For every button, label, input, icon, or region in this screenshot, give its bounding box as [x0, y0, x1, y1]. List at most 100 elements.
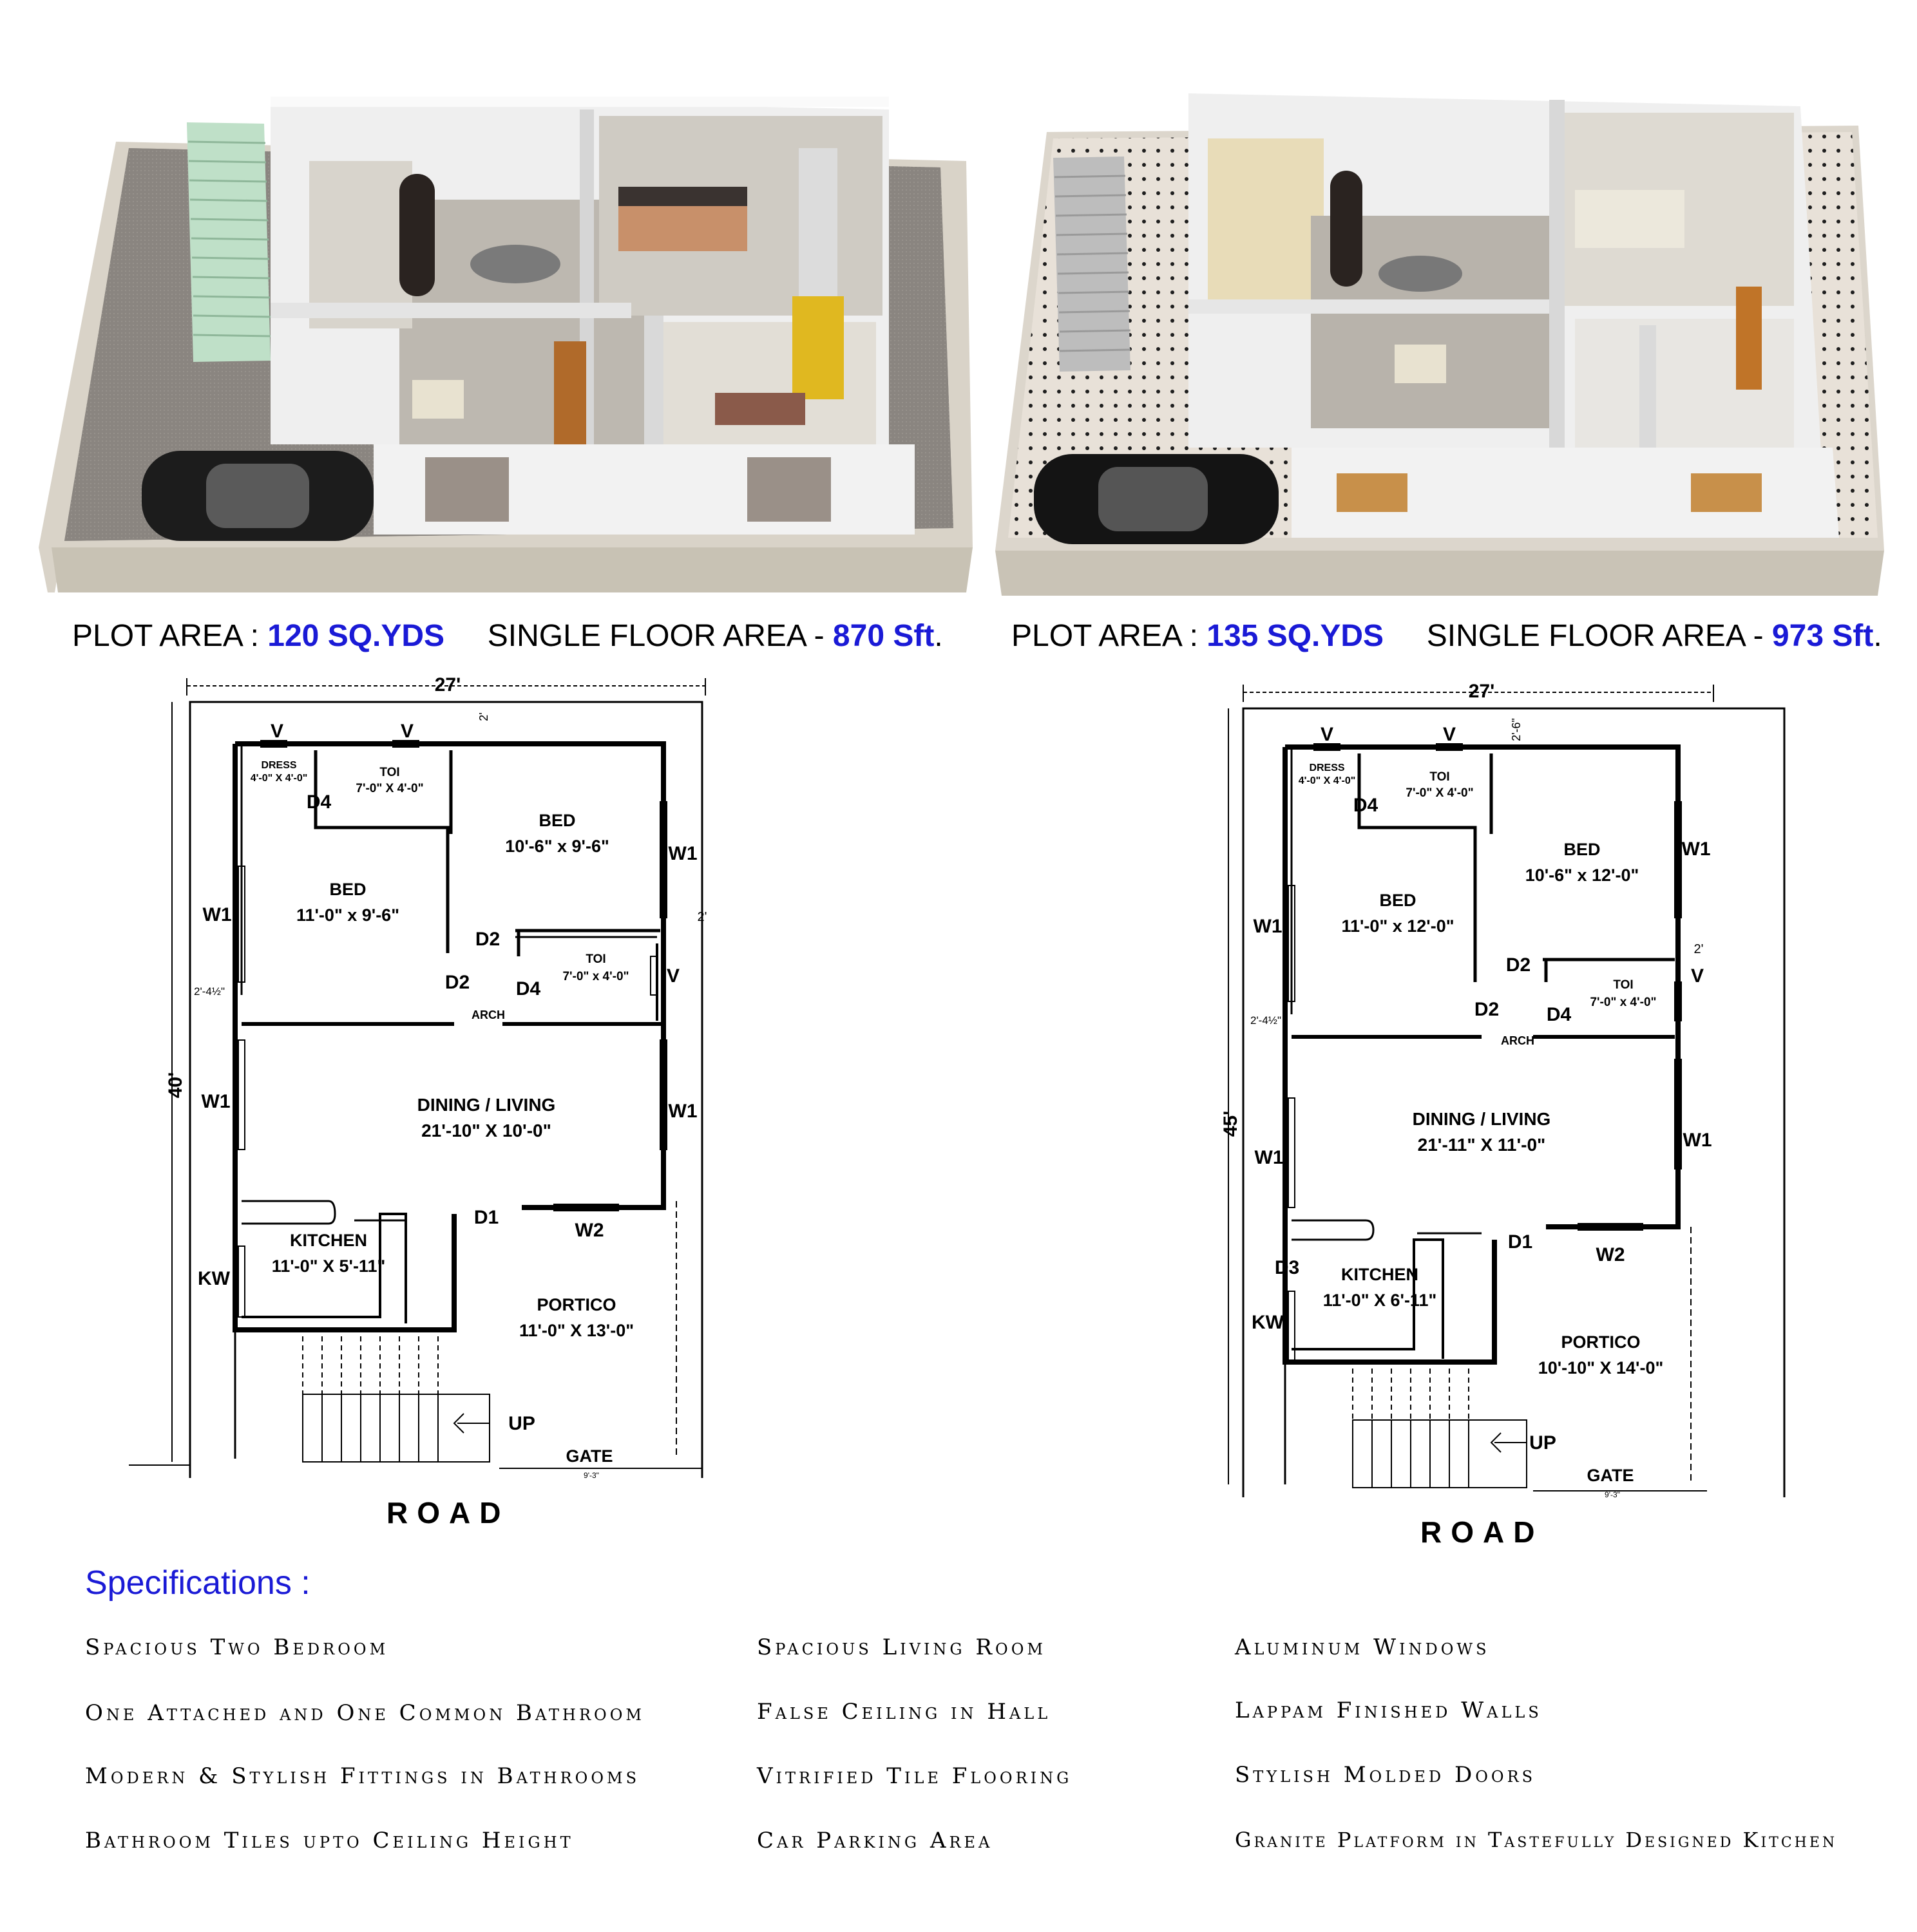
specifications-title: Specifications :	[85, 1564, 310, 1602]
plot-area-label: PLOT AREA :	[72, 619, 268, 653]
room-bed1: BED	[329, 880, 366, 899]
spec-item: Car Parking Area	[757, 1828, 993, 1853]
road-label-1: ROAD	[386, 1496, 510, 1530]
room-dining-size: 21'-10" X 10'-0"	[421, 1121, 551, 1141]
floor-area-label: SINGLE FLOOR AREA -	[1426, 619, 1772, 653]
dim-2top: 2'-6"	[1510, 718, 1523, 741]
label-up: UP	[508, 1413, 535, 1434]
room-kitchen: KITCHEN	[290, 1231, 367, 1250]
room-dining: DINING / LIVING	[1413, 1109, 1551, 1129]
spec-item: Aluminum Windows	[1235, 1634, 1490, 1660]
dim-2side: 2'	[698, 910, 707, 924]
room-dining: DINING / LIVING	[417, 1095, 556, 1115]
label-w1b: W1	[669, 843, 698, 864]
room-bed1: BED	[1379, 891, 1416, 910]
room-toi1-size: 7'-0" X 4'-0"	[1406, 786, 1473, 800]
room-bed2: BED	[539, 811, 575, 830]
plot-area-value: 135 SQ.YDS	[1206, 619, 1384, 653]
room-portico-size: 11'-0" X 13'-0"	[519, 1321, 634, 1340]
width-dimension: 27'	[1469, 681, 1495, 702]
room-dining-size: 21'-11" X 11'-0"	[1418, 1135, 1546, 1155]
room-bed1-size: 11'-0" x 9'-6"	[296, 905, 399, 925]
dim-24: 2'-4½"	[194, 985, 225, 998]
depth-dimension: 45'	[1220, 1111, 1241, 1137]
plot-area-line-1: PLOT AREA : 120 SQ.YDS SINGLE FLOOR AREA…	[72, 618, 943, 654]
room-bed1-size: 11'-0" x 12'-0"	[1341, 916, 1454, 936]
depth-dimension: 40'	[165, 1072, 186, 1099]
period: .	[1873, 619, 1882, 653]
label-w1a: W1	[1254, 916, 1283, 937]
room-bed2-size: 10'-6" x 12'-0"	[1525, 866, 1639, 885]
room-toi1-size: 7'-0" X 4'-0"	[356, 782, 423, 795]
label-d4a: D4	[307, 791, 332, 813]
room-kitchen-size: 11'-0" X 5'-11"	[272, 1256, 386, 1276]
room-toi1: TOI	[379, 766, 399, 779]
3d-render-plan-1	[39, 84, 973, 592]
label-gate: GATE	[566, 1446, 613, 1466]
label-arch: ARCH	[472, 1009, 505, 1021]
label-v1: V	[1321, 724, 1333, 745]
room-toi2: TOI	[586, 952, 606, 966]
label-w1d: W1	[669, 1101, 698, 1122]
room-toi2: TOI	[1613, 978, 1633, 992]
label-w2: W2	[1596, 1244, 1625, 1265]
label-v2: V	[401, 721, 414, 742]
label-w1a: W1	[203, 904, 232, 925]
room-dress: DRESS	[261, 760, 296, 771]
floor-plan-2: 27' 45'	[1172, 673, 1817, 1497]
label-d1: D1	[1508, 1231, 1532, 1253]
plot-area-label: PLOT AREA :	[1011, 619, 1207, 653]
label-w1c: W1	[1255, 1147, 1284, 1168]
plot-area-value: 120 SQ.YDS	[267, 619, 445, 653]
room-bed2-size: 10'-6" x 9'-6"	[505, 837, 609, 856]
label-arch: ARCH	[1501, 1034, 1534, 1047]
width-dimension: 27'	[435, 674, 461, 696]
label-d3: D3	[1275, 1257, 1299, 1278]
label-up: UP	[1529, 1432, 1556, 1454]
label-d4b: D4	[516, 978, 541, 999]
label-v3: V	[1691, 965, 1704, 987]
floor-area-value: 973 Sft	[1771, 619, 1874, 653]
label-d2a: D2	[475, 929, 500, 950]
room-kitchen-size: 11'-0" X 6'-11"	[1323, 1291, 1437, 1310]
room-bed2: BED	[1563, 840, 1600, 859]
label-d4a: D4	[1353, 795, 1378, 816]
dim-2top: 2'	[477, 712, 490, 721]
floor-area-value: 870 Sft	[832, 619, 935, 653]
label-d2a: D2	[1506, 954, 1531, 976]
period: .	[934, 619, 943, 653]
spec-item: Stylish Molded Doors	[1235, 1762, 1536, 1788]
room-portico-size: 10'-10" X 14'-0"	[1538, 1358, 1664, 1378]
dim-gate: 9'-3"	[1605, 1490, 1620, 1497]
label-d1: D1	[474, 1207, 499, 1228]
3d-render-plan-2	[995, 87, 1900, 596]
label-w1b: W1	[1682, 838, 1711, 860]
label-gate: GATE	[1587, 1466, 1634, 1485]
room-dress-size: 4'-0" X 4'-0"	[251, 773, 308, 784]
room-toi2-size: 7'-0" x 4'-0"	[1590, 996, 1656, 1009]
label-d4b: D4	[1547, 1004, 1572, 1025]
dim-2side: 2'	[1694, 942, 1704, 956]
spec-item: Spacious Two Bedroom	[85, 1634, 389, 1660]
floor-plan-1: 27' 40'	[122, 673, 728, 1478]
room-dress-size: 4'-0" X 4'-0"	[1299, 775, 1356, 786]
room-dress: DRESS	[1309, 762, 1344, 773]
room-kitchen: KITCHEN	[1341, 1265, 1418, 1284]
spec-item: One Attached and One Common Bathroom	[85, 1700, 645, 1726]
label-d2b: D2	[445, 972, 470, 993]
dim-gate: 9'-3"	[584, 1471, 599, 1478]
label-kw: KW	[198, 1268, 231, 1289]
dim-24: 2'-4½"	[1250, 1014, 1281, 1027]
label-v2: V	[1443, 724, 1456, 745]
label-w2: W2	[575, 1220, 604, 1241]
label-v1: V	[271, 721, 283, 742]
label-d2b: D2	[1474, 999, 1499, 1020]
floor-area-label: SINGLE FLOOR AREA -	[487, 619, 833, 653]
room-portico: PORTICO	[537, 1295, 616, 1314]
spec-item: Granite Platform in Tastefully Designed …	[1235, 1828, 1838, 1852]
spec-item: Vitrified Tile Flooring	[757, 1763, 1073, 1789]
spec-item: Lappam Finished Walls	[1235, 1698, 1542, 1723]
label-w1c: W1	[202, 1091, 231, 1112]
road-label-2: ROAD	[1420, 1515, 1544, 1549]
plot-area-line-2: PLOT AREA : 135 SQ.YDS SINGLE FLOOR AREA…	[1011, 618, 1882, 654]
